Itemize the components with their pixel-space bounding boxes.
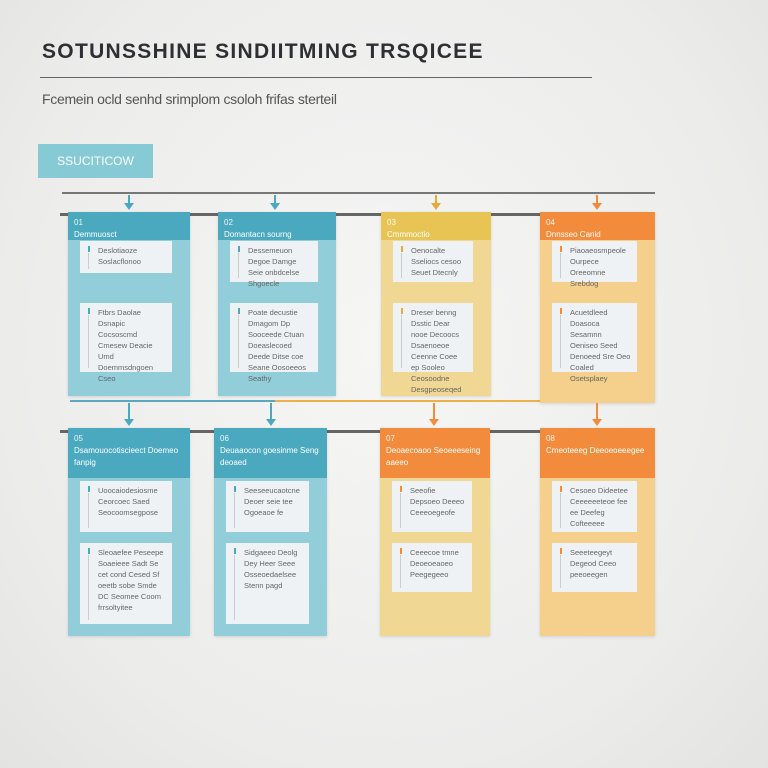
card-item: Uoocaiodesiosme Ceorcoec Saed Seocoomseg… — [80, 481, 172, 532]
card-item: Ceeecoe tmne Deoeoeaoeo Peegegeeo — [392, 543, 472, 592]
card-item: Seeeteegeyt Degeod Ceeo peeoeegen — [552, 543, 637, 592]
connector-stem — [128, 195, 130, 205]
step-card[interactable]: 03 Cmmmoctio Oenocalte Sseliocs cesoo Se… — [381, 212, 491, 396]
card-number: 07 — [386, 434, 395, 443]
card-number: 03 — [387, 218, 396, 227]
card-number: 08 — [546, 434, 555, 443]
card-item: Acuetdleed Doasoca Sesamnn Oeniseo Seed … — [552, 303, 637, 383]
arrow-down-icon — [431, 203, 441, 210]
card-item: Dreser benng Dsstic Dear nooe Decoocs Ds… — [393, 303, 473, 394]
card-item: Seeofie Depsoeo Deeeo Ceeeoegeofe — [392, 481, 472, 532]
card-item: Piaoaeosmpeole Ourpece Oreeomne Srebdog — [552, 241, 637, 288]
card-header: 07 Deoaecoaoo Seoeeeseing aaeeo — [380, 428, 490, 478]
card-item: Ftbrs Daolae Dsnapic Cocsoscmd Cmesew De… — [80, 303, 172, 383]
arrow-down-icon — [592, 203, 602, 210]
row2-connector-line — [60, 430, 655, 433]
card-header: 01 Demmuosct — [68, 212, 190, 240]
step-card[interactable]: 02 Domantacn sourng Dessemeuon Degoe Dam… — [218, 212, 336, 396]
card-title: Cmmmoctio — [387, 230, 430, 239]
step-card[interactable]: 08 Cmeoteeeg Deeoeoeeegee Cesoeo Dideete… — [540, 428, 655, 636]
connector-stem — [596, 195, 598, 205]
card-title: Deuaaocon goesinme Seng deoaed — [220, 446, 319, 467]
arrow-down-icon — [124, 203, 134, 210]
step-card[interactable]: 06 Deuaaocon goesinme Seng deoaed Seesee… — [214, 428, 327, 636]
connector-stem — [270, 403, 272, 421]
card-item: Oenocalte Sseliocs cesoo Seuet Dtecnly — [393, 241, 473, 282]
step-card[interactable]: 04 Dnnsseo Canid Piaoaeosmpeole Ourpece … — [540, 212, 655, 403]
card-number: 06 — [220, 434, 229, 443]
card-item: Deslotiaoze Soslacflonoo — [80, 241, 172, 273]
card-title: Dsamouocotiscieect Doemeo fanpig — [74, 446, 179, 467]
step-card[interactable]: 05 Dsamouocotiscieect Doemeo fanpig Uooc… — [68, 428, 190, 636]
card-number: 01 — [74, 218, 83, 227]
row-divider-teal — [70, 400, 275, 402]
title-divider — [40, 77, 592, 78]
row-divider-orange — [275, 400, 655, 402]
connector-stem — [274, 195, 276, 205]
card-title: Deoaecoaoo Seoeeeseing aaeeo — [386, 446, 481, 467]
card-number: 02 — [224, 218, 233, 227]
connector-stem — [128, 403, 130, 421]
card-header: 06 Deuaaocon goesinme Seng deoaed — [214, 428, 327, 478]
arrow-down-icon — [270, 203, 280, 210]
card-item: Seeseeucaotcne Deoer seie tee Ogoeaoe fe — [226, 481, 309, 532]
card-title: Demmuosct — [74, 230, 117, 239]
card-header: 05 Dsamouocotiscieect Doemeo fanpig — [68, 428, 190, 478]
step-card[interactable]: 01 Demmuosct Deslotiaoze Soslacflonoo Ft… — [68, 212, 190, 396]
arrow-down-icon — [266, 419, 276, 426]
card-item: Poate decustie Dmagom Dp Sooceede Ctuan … — [230, 303, 318, 383]
timeline-top-line — [62, 192, 655, 194]
section-tag[interactable]: SSUCITICOW — [38, 144, 153, 178]
card-header: 02 Domantacn sourng — [218, 212, 336, 240]
card-item: Sleoaefee Peseepe Soaeieee Sadt Se cet c… — [80, 543, 172, 624]
page-title: SOTUNSSHINE SINDIITMING TRSQICEE — [42, 40, 484, 63]
arrow-down-icon — [124, 419, 134, 426]
card-title: Cmeoteeeg Deeoeoeeegee — [546, 446, 645, 455]
row1-connector-line — [60, 213, 655, 216]
arrow-down-icon — [429, 419, 439, 426]
connector-stem — [596, 403, 598, 421]
connector-stem — [433, 403, 435, 421]
card-title: Domantacn sourng — [224, 230, 292, 239]
card-header: 08 Cmeoteeeg Deeoeoeeegee — [540, 428, 655, 478]
connector-stem — [435, 195, 437, 205]
card-title: Dnnsseo Canid — [546, 230, 601, 239]
page-subtitle: Fcemein ocld senhd srimplom csoloh frifa… — [42, 91, 337, 107]
card-header: 04 Dnnsseo Canid — [540, 212, 655, 240]
card-number: 05 — [74, 434, 83, 443]
arrow-down-icon — [592, 419, 602, 426]
card-number: 04 — [546, 218, 555, 227]
step-card[interactable]: 07 Deoaecoaoo Seoeeeseing aaeeo Seeofie … — [380, 428, 490, 636]
card-item: Dessemeuon Degoe Damge Seie onbdcelse Sh… — [230, 241, 318, 288]
card-header: 03 Cmmmoctio — [381, 212, 491, 240]
card-item: Sidgaeeo Deolg Dey Heer Seee Osseoedaels… — [226, 543, 309, 624]
card-item: Cesoeo Dideetee Ceeeeeeteoe fee ee Deefe… — [552, 481, 637, 532]
